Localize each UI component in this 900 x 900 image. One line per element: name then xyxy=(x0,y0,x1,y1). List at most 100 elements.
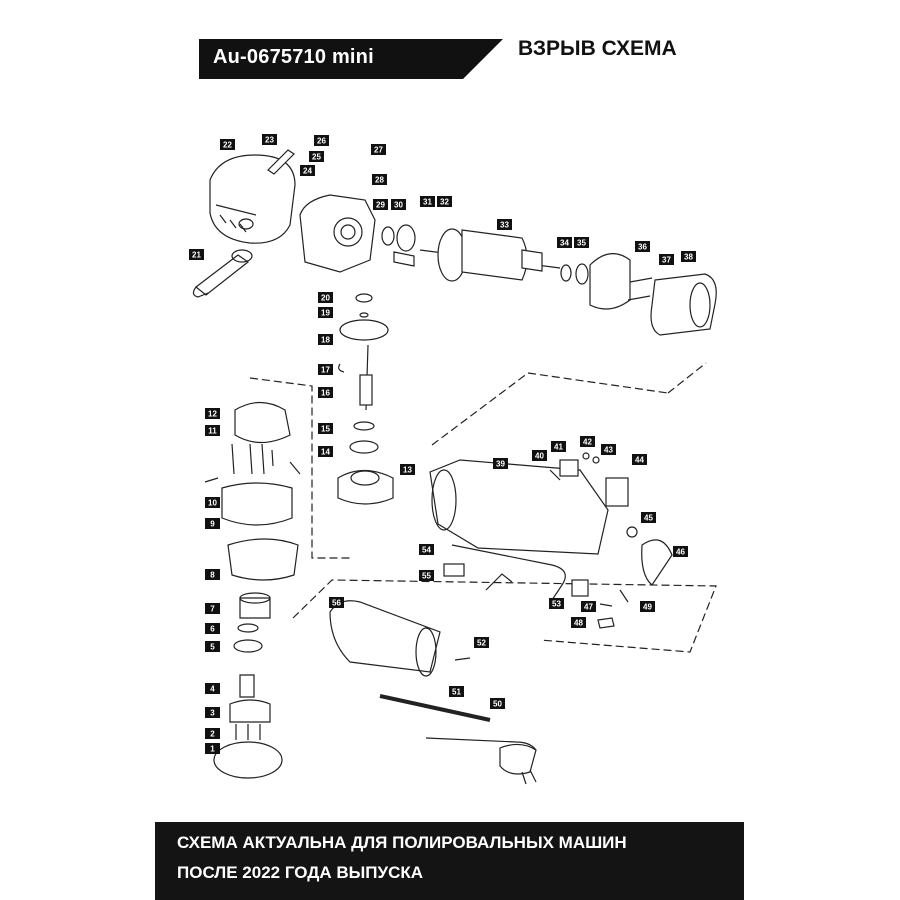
callout-44: 44 xyxy=(632,454,647,465)
callout-50: 50 xyxy=(490,698,505,709)
switch-body xyxy=(485,573,513,591)
spring-42 xyxy=(582,452,590,460)
callout-22: 22 xyxy=(220,139,235,150)
part-53 xyxy=(571,579,589,597)
callout-labels: 1 2 3 4 5 6 7 8 9 10 11 12 13 14 15 16 1… xyxy=(189,134,696,754)
gear-housing-cover xyxy=(209,154,296,244)
callout-11: 11 xyxy=(205,425,220,436)
svg-text:31: 31 xyxy=(423,198,432,207)
svg-text:39: 39 xyxy=(496,460,505,469)
svg-text:42: 42 xyxy=(583,438,592,447)
svg-text:51: 51 xyxy=(452,688,461,697)
spindle-housing-13 xyxy=(337,469,394,505)
svg-text:46: 46 xyxy=(676,548,685,557)
svg-text:22: 22 xyxy=(223,141,232,150)
callout-41: 41 xyxy=(551,441,566,452)
spindle-16 xyxy=(359,344,373,411)
callout-40: 40 xyxy=(532,450,547,461)
footer-line-2: ПОСЛЕ 2022 ГОДА ВЫПУСКА xyxy=(177,863,423,882)
bearing-20 xyxy=(355,293,373,303)
svg-text:4: 4 xyxy=(210,685,215,694)
screw-47 xyxy=(599,603,613,607)
nut-4 xyxy=(239,674,255,698)
flange-5 xyxy=(233,639,263,653)
motor-housing xyxy=(429,459,609,555)
svg-text:36: 36 xyxy=(638,243,647,252)
callout-18: 18 xyxy=(318,334,333,345)
callout-4: 4 xyxy=(205,683,220,694)
svg-text:26: 26 xyxy=(317,137,326,146)
svg-text:47: 47 xyxy=(584,603,593,612)
callout-23: 23 xyxy=(262,134,277,145)
svg-text:48: 48 xyxy=(574,619,583,628)
dash-outline-motor-right xyxy=(667,362,707,394)
backing-3 xyxy=(229,699,271,723)
callout-35: 35 xyxy=(574,237,589,248)
svg-text:9: 9 xyxy=(210,520,215,529)
svg-text:3: 3 xyxy=(210,709,215,718)
pad-1 xyxy=(213,741,283,779)
callout-51: 51 xyxy=(449,686,464,697)
footer-line-1: СХЕМА АКТУАЛЬНА ДЛЯ ПОЛИРОВАЛЬНЫХ МАШИН xyxy=(177,833,627,852)
callout-10: 10 xyxy=(205,497,220,508)
callout-54: 54 xyxy=(419,544,434,555)
callout-20: 20 xyxy=(318,292,333,303)
svg-text:30: 30 xyxy=(394,201,403,210)
svg-text:28: 28 xyxy=(375,176,384,185)
svg-text:49: 49 xyxy=(643,603,652,612)
callout-47: 47 xyxy=(581,601,596,612)
callout-16: 16 xyxy=(318,387,333,398)
svg-text:40: 40 xyxy=(535,452,544,461)
callout-2: 2 xyxy=(205,728,220,739)
part-43 xyxy=(592,456,600,464)
svg-text:20: 20 xyxy=(321,294,330,303)
model-banner xyxy=(199,39,503,79)
callout-19: 19 xyxy=(318,307,333,318)
svg-text:8: 8 xyxy=(210,571,215,580)
svg-text:1: 1 xyxy=(210,745,215,754)
svg-text:37: 37 xyxy=(662,256,671,265)
callout-30: 30 xyxy=(391,199,406,210)
callout-24: 24 xyxy=(300,165,315,176)
svg-text:23: 23 xyxy=(265,136,274,145)
screw-52 xyxy=(454,657,471,661)
plate-31 xyxy=(393,251,415,267)
side-handle xyxy=(192,249,253,298)
clamp-48 xyxy=(597,617,615,629)
diagram-title: ВЗРЫВ СХЕМА xyxy=(518,37,677,60)
baffle xyxy=(589,253,631,310)
svg-text:44: 44 xyxy=(635,456,644,465)
callout-56: 56 xyxy=(329,597,344,608)
svg-text:18: 18 xyxy=(321,336,330,345)
switch-44 xyxy=(605,477,629,507)
svg-text:15: 15 xyxy=(321,425,330,434)
svg-text:56: 56 xyxy=(332,599,341,608)
exploded-diagram: 1 2 3 4 5 6 7 8 9 10 11 12 13 14 15 16 1… xyxy=(189,134,717,785)
cable-sleeve-51 xyxy=(379,694,491,722)
power-cord-50 xyxy=(425,737,537,751)
svg-text:50: 50 xyxy=(493,700,502,709)
bearing-35 xyxy=(575,263,589,285)
brush-40 xyxy=(549,469,561,481)
svg-text:25: 25 xyxy=(312,153,321,162)
callout-9: 9 xyxy=(205,518,220,529)
svg-text:24: 24 xyxy=(303,167,312,176)
bearing-cover-12 xyxy=(234,401,291,444)
callout-53: 53 xyxy=(549,598,564,609)
lock-plate xyxy=(267,149,295,175)
gearbox-flange xyxy=(299,194,376,273)
callout-36: 36 xyxy=(635,241,650,252)
svg-text:53: 53 xyxy=(552,600,561,609)
callout-14: 14 xyxy=(318,446,333,457)
svg-text:55: 55 xyxy=(422,572,431,581)
screw-11b xyxy=(249,443,253,475)
guard-9 xyxy=(221,482,293,526)
circlip-15 xyxy=(353,421,375,431)
callout-34: 34 xyxy=(557,237,572,248)
callout-26: 26 xyxy=(314,135,329,146)
callout-21: 21 xyxy=(189,249,204,260)
screw-10 xyxy=(204,477,219,483)
callout-43: 43 xyxy=(601,444,616,455)
model-name: Au-0675710 mini xyxy=(213,46,374,68)
ring-6 xyxy=(237,623,259,633)
